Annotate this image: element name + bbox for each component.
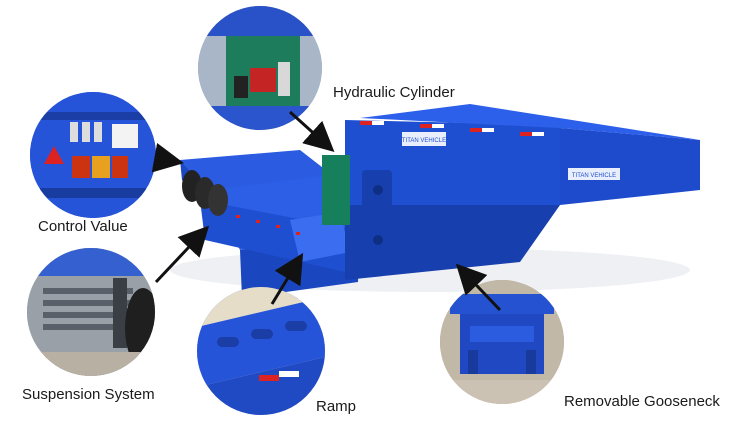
label-suspension-system: Suspension System — [22, 386, 155, 403]
control-value-detail-photo — [30, 92, 156, 218]
hydraulic-cylinder-detail-photo — [198, 6, 322, 130]
ramp-detail-photo — [197, 287, 325, 415]
arrow-suspension-system — [154, 225, 210, 284]
label-hydraulic-cylinder: Hydraulic Cylinder — [333, 84, 455, 101]
arrow-control-value — [151, 142, 184, 173]
arrow-hydraulic-cylinder — [288, 110, 335, 153]
arrow-ramp — [270, 252, 304, 305]
arrow-removable-gooseneck — [455, 263, 502, 312]
brand-plate-2: TITAN VEHICLE — [572, 173, 616, 179]
brand-plate-1: TITAN VEHICLE — [402, 138, 446, 144]
label-removable-gooseneck: Removable Gooseneck — [564, 393, 720, 410]
label-control-value: Control Value — [38, 218, 128, 235]
label-ramp: Ramp — [316, 398, 357, 415]
